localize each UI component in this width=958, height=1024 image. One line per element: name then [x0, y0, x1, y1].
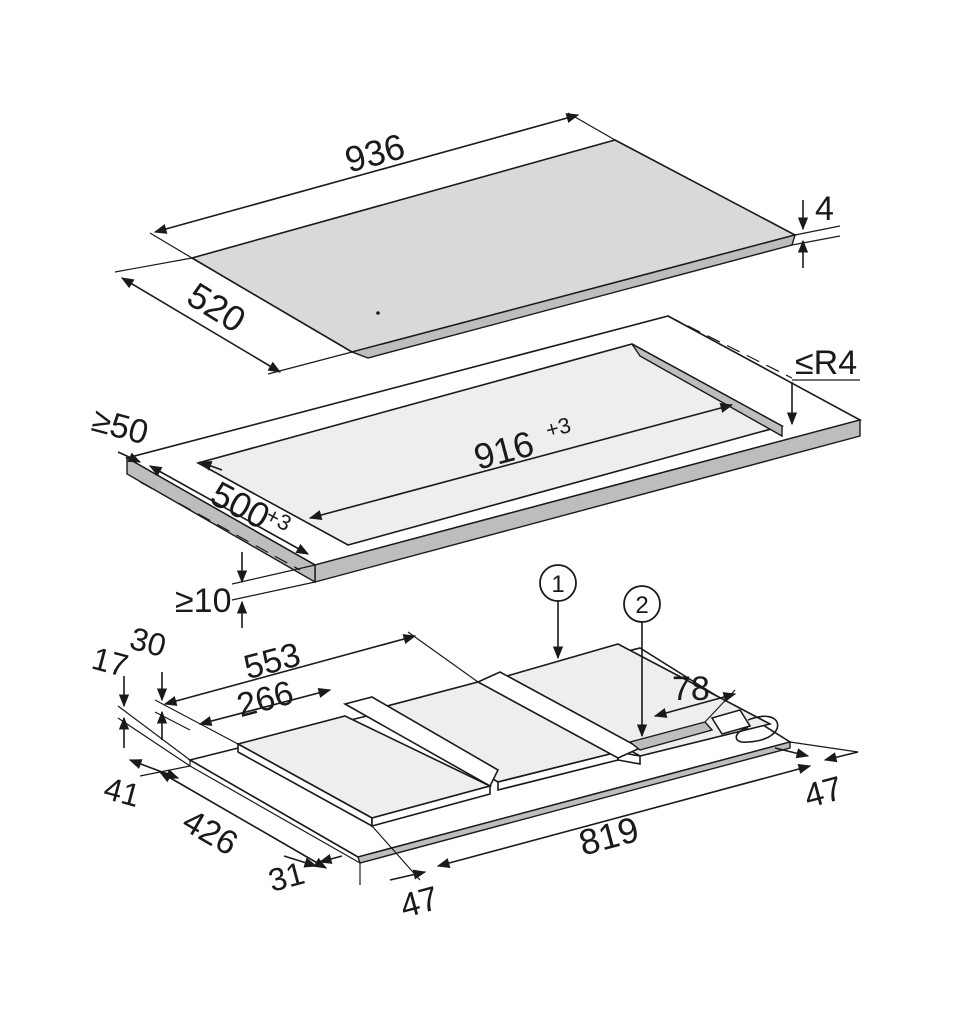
dim-266: 266	[198, 674, 332, 727]
dim-17: 17	[88, 640, 191, 767]
dim-r4-label: ≤R4	[795, 344, 857, 382]
dim-553: 553	[163, 631, 479, 706]
dim-41-label: 41	[100, 770, 144, 814]
dim-10-label: ≥10	[175, 582, 231, 620]
dim-41: 41	[100, 759, 191, 814]
dim-17-label: 17	[88, 640, 132, 684]
callout-2: 2	[623, 585, 661, 738]
dim-426-label: 426	[176, 802, 244, 863]
dim-31: 31	[264, 854, 343, 899]
dim-47-bottom-label: 47	[396, 879, 442, 925]
dim-819-label: 819	[574, 808, 643, 863]
dim-50-label: ≥50	[88, 401, 152, 452]
dim-819: 819	[436, 764, 812, 868]
dim-worktop-thickness: ≥10	[175, 552, 316, 628]
dim-47-right: 47	[774, 741, 859, 816]
dim-47-right-label: 47	[800, 769, 846, 815]
dim-4-label: 4	[815, 190, 834, 228]
dim-78: 78	[653, 670, 737, 723]
dim-78-label: 78	[672, 670, 710, 708]
dim-30: 30	[126, 620, 239, 745]
callout-1: 1	[539, 564, 577, 660]
dim-30-label: 30	[126, 620, 170, 664]
dim-936-label: 936	[340, 125, 409, 180]
dim-hob-thickness: 4	[791, 190, 841, 268]
hob-plate	[189, 139, 798, 359]
callout-2-label: 2	[635, 592, 648, 619]
callout-1-label: 1	[551, 571, 564, 598]
dim-266-label: 266	[233, 674, 298, 725]
dim-radius: ≤R4	[667, 315, 860, 426]
